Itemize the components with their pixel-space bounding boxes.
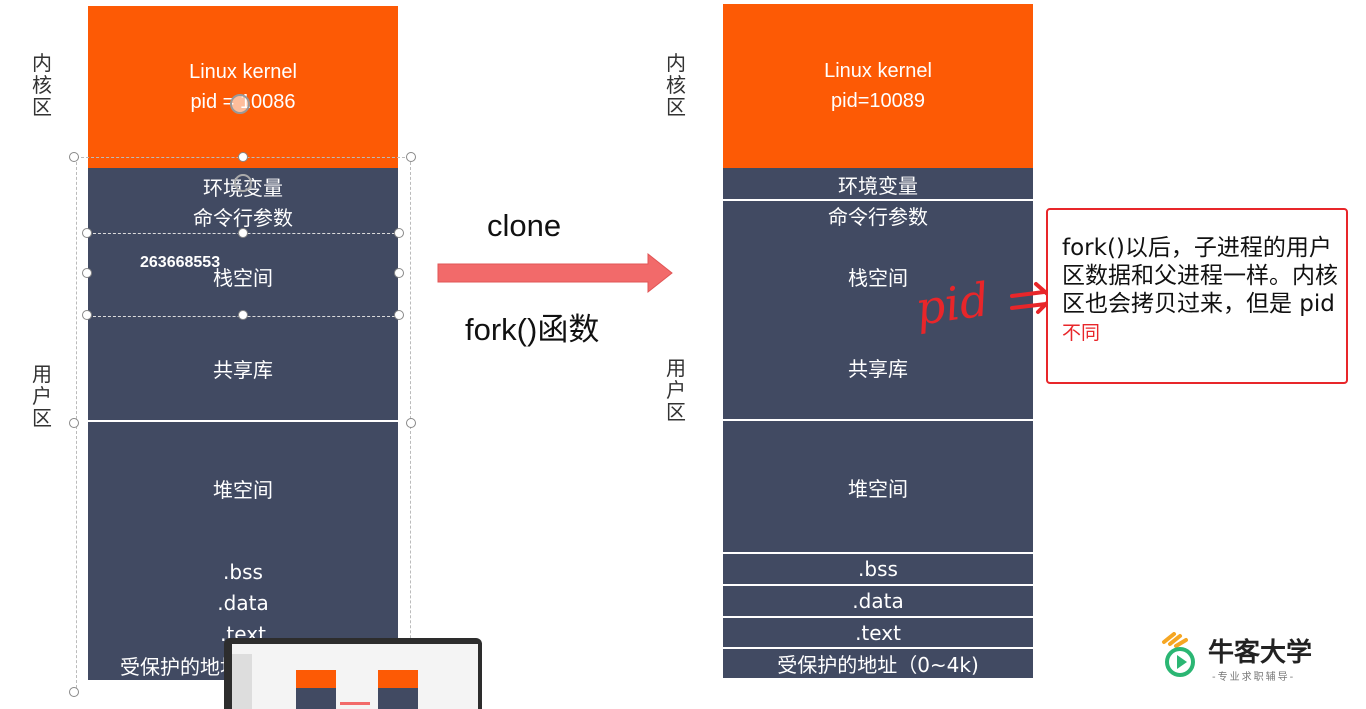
kernel-name: Linux kernel xyxy=(824,60,932,82)
divider xyxy=(723,647,1033,649)
resize-handle[interactable] xyxy=(394,228,404,238)
explanation-callout: fork()以后，子进程的用户区数据和父进程一样。内核区也会拷贝过来，但是 pi… xyxy=(1046,208,1348,384)
kernel-area-label-right: 内核区 xyxy=(666,51,686,119)
resize-handle[interactable] xyxy=(82,268,92,278)
protected-segment-right: 受保护的地址（0~4k) xyxy=(777,653,979,677)
callout-highlight: 不同 xyxy=(1062,322,1101,344)
slide-thumbnail-preview[interactable] xyxy=(224,638,482,709)
resize-handle[interactable] xyxy=(406,152,416,162)
kernel-area-label-left: 内核区 xyxy=(32,51,52,119)
user-area-block-left xyxy=(88,168,398,680)
resize-handle[interactable] xyxy=(82,228,92,238)
divider xyxy=(723,199,1033,201)
thumbnail-kernel-block xyxy=(378,670,418,688)
logo-name: 牛客大学 xyxy=(1208,638,1313,668)
resize-handle[interactable] xyxy=(394,310,404,320)
stack-segment-right: 栈空间 xyxy=(848,265,908,290)
user-area-label-right: 用户区 xyxy=(666,356,686,424)
resize-handle[interactable] xyxy=(238,228,248,238)
args-segment-left: 命令行参数 xyxy=(193,205,293,230)
overlay-number: 263668553 xyxy=(140,254,221,271)
divider xyxy=(723,552,1033,554)
kernel-block-left: Linux kernel pid = 10086 xyxy=(88,6,398,168)
divider xyxy=(723,616,1033,618)
resize-handle[interactable] xyxy=(82,310,92,320)
thumbnail-user-block xyxy=(378,688,418,709)
heap-segment-left: 堆空间 xyxy=(213,477,273,502)
kernel-name: Linux kernel xyxy=(189,61,297,83)
stack-segment-left[interactable]: 栈空间 xyxy=(213,265,273,290)
shared-lib-segment-right: 共享库 xyxy=(848,356,908,381)
resize-handle[interactable] xyxy=(69,418,79,428)
user-area-label-left: 用户区 xyxy=(32,362,52,430)
rotate-handle-icon[interactable] xyxy=(234,174,252,192)
svg-text:pid: pid xyxy=(912,272,992,336)
divider xyxy=(723,584,1033,586)
arrow-right-icon xyxy=(437,252,673,294)
resize-handle[interactable] xyxy=(238,310,248,320)
thumbnail-slide xyxy=(232,644,478,709)
divider xyxy=(88,420,398,422)
thumbnail-sidebar xyxy=(232,654,252,709)
thumbnail-arrow xyxy=(340,702,370,705)
shared-lib-segment-left: 共享库 xyxy=(213,357,273,382)
resize-handle[interactable] xyxy=(69,687,79,697)
resize-handle[interactable] xyxy=(238,152,248,162)
data-segment-right: .data xyxy=(852,589,904,613)
play-logo-icon xyxy=(1162,632,1195,677)
rotate-handle-icon[interactable] xyxy=(230,94,250,114)
bss-segment-right: .bss xyxy=(858,557,898,581)
callout-text: fork()以后，子进程的用户区数据和父进程一样。内核区也会拷贝过来，但是 pi… xyxy=(1062,235,1338,317)
user-area-block-right xyxy=(723,168,1033,678)
fork-label: fork()函数 xyxy=(465,312,600,347)
bss-segment-left: .bss xyxy=(223,560,263,584)
divider xyxy=(723,419,1033,421)
resize-handle[interactable] xyxy=(406,418,416,428)
kernel-pid: pid=10089 xyxy=(831,90,925,112)
text-segment-right: .text xyxy=(855,621,901,645)
brand-logo: 牛客大学 -专业求职辅导- xyxy=(1156,630,1326,684)
clone-label: clone xyxy=(487,208,562,243)
kernel-block-right: Linux kernel pid=10089 xyxy=(723,4,1033,168)
thumbnail-kernel-block xyxy=(296,670,336,688)
data-segment-left: .data xyxy=(217,591,269,615)
env-segment-right: 环境变量 xyxy=(838,174,918,198)
args-segment-right: 命令行参数 xyxy=(828,204,928,229)
heap-segment-right: 堆空间 xyxy=(848,476,908,501)
resize-handle[interactable] xyxy=(394,268,404,278)
resize-handle[interactable] xyxy=(69,152,79,162)
thumbnail-user-block xyxy=(296,688,336,709)
logo-tagline: -专业求职辅导- xyxy=(1212,672,1296,683)
